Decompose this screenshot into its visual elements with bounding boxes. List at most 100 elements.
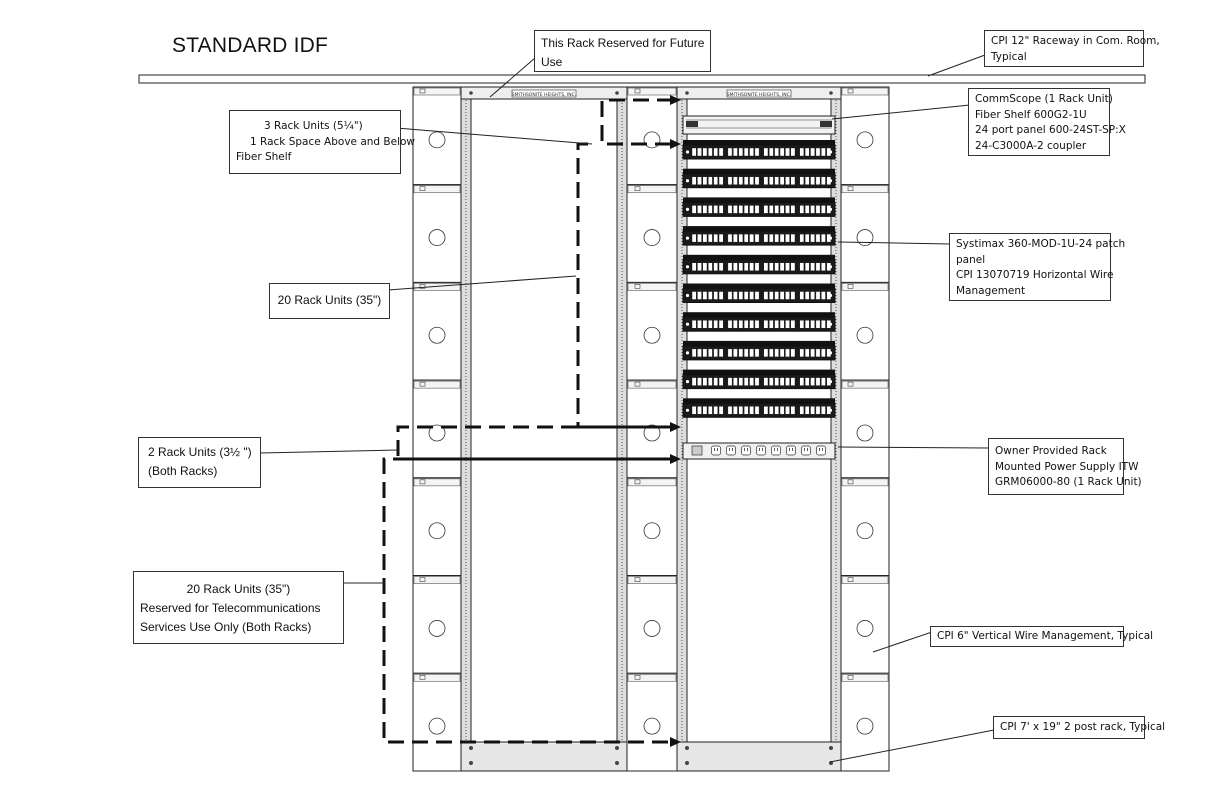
patch-port [702,320,708,329]
patch-port [785,176,790,185]
patch-port [790,291,796,300]
patch-port [743,205,749,214]
patch-port [810,291,815,300]
patch-port [763,205,769,214]
wire-manager-cap [841,576,889,584]
callout-line: Systimax 360-MOD-1U-24 patch [956,238,1126,250]
patch-port [749,320,754,329]
horizontal-wire-manager [683,226,835,232]
wire-manager-clip [419,674,426,680]
patch-port [738,262,744,271]
patch-port [790,377,796,386]
patch-port [738,176,744,185]
vertical-wire-manager-middle [626,86,678,772]
patch-port [697,176,702,185]
wire-manager-cap [413,185,461,194]
horizontal-wire-manager [683,398,835,404]
callout-line: 20 Rack Units (35") [277,293,382,307]
patch-port [804,233,810,243]
callout-line: Use [541,55,563,69]
callout-line: (Both Racks) [148,464,218,478]
dimension-20u-lower-bracket [382,457,673,744]
patch-port [727,262,733,271]
power-switch [691,445,703,456]
callout-3-rack-units: 3 Rack Units (5¼") 1 Rack Space Above an… [229,110,415,174]
callout-line: CPI 7' x 19" 2 post rack, Typical [1000,721,1166,733]
patch-port [815,233,821,243]
patch-port [749,406,754,415]
patch-port [691,262,697,271]
patch-port [821,320,826,329]
callout-line: 3 Rack Units (5¼") [264,120,363,132]
patch-port [708,205,713,214]
patch-port [785,147,790,157]
patch-port [810,205,815,214]
patch-port [749,205,754,214]
wire-manager-cap [627,380,677,389]
patch-port [727,176,733,185]
patch-port [815,176,821,185]
panel-screw [685,265,690,269]
patch-port [763,262,769,271]
cable-ring [428,326,446,344]
patch-port [697,233,702,243]
wire-manager-clip [419,284,426,289]
wire-manager-clip [847,381,854,387]
wire-manager-cap [627,673,677,682]
patch-port [733,291,738,300]
diagram-title: STANDARD IDF [172,34,329,57]
patch-port [769,262,774,271]
panel-screw [685,408,690,412]
patch-port [702,176,708,185]
horizontal-wire-manager [683,340,835,346]
patch-port [727,377,733,386]
patch-port [790,233,796,243]
power-outlet [786,445,796,456]
patch-port [804,320,810,329]
cable-ring [856,424,874,442]
patch-port [774,291,779,300]
patch-port [779,205,785,214]
patch-port [763,320,769,329]
wire-manager-clip [847,284,854,289]
wire-manager-clip [847,479,854,485]
patch-port [749,262,754,271]
patch-port [708,377,713,386]
patch-port [754,291,760,300]
patch-port [799,147,805,157]
patch-port [790,348,796,358]
patch-port [754,176,760,185]
callout-raceway: CPI 12" Raceway in Com. Room, Typical [984,30,1160,67]
patch-port [691,291,697,300]
patch-port [702,377,708,386]
panel-screw [828,236,833,240]
callout-line: This Rack Reserved for Future [541,36,705,50]
patch-port [718,377,724,386]
patch-port [743,147,749,157]
rack-left-future: SMITHSONITE HEIGHTS, INC. [460,86,628,772]
patch-port [713,348,718,358]
patch-port [691,406,697,415]
patch-port [821,377,826,386]
patch-port [774,348,779,358]
patch-port [743,262,749,271]
patch-port [799,348,805,358]
patch-port [708,262,713,271]
patch-port [691,205,697,214]
cable-ring [428,229,446,246]
patch-port [713,291,718,300]
patch-port [733,262,738,271]
horizontal-wire-manager [683,283,835,289]
panel-screw [828,179,833,183]
patch-port [769,176,774,185]
patch-port [815,320,821,329]
patch-port [799,233,805,243]
patch-port [769,406,774,415]
power-outlet [801,445,811,456]
patch-port [754,262,760,271]
callout-line: Fiber Shelf [236,151,292,163]
wire-manager-clip [847,88,854,94]
panel-screw [685,179,690,183]
patch-port [754,147,760,157]
callout-line: CPI 13070719 Horizontal Wire [956,269,1114,281]
